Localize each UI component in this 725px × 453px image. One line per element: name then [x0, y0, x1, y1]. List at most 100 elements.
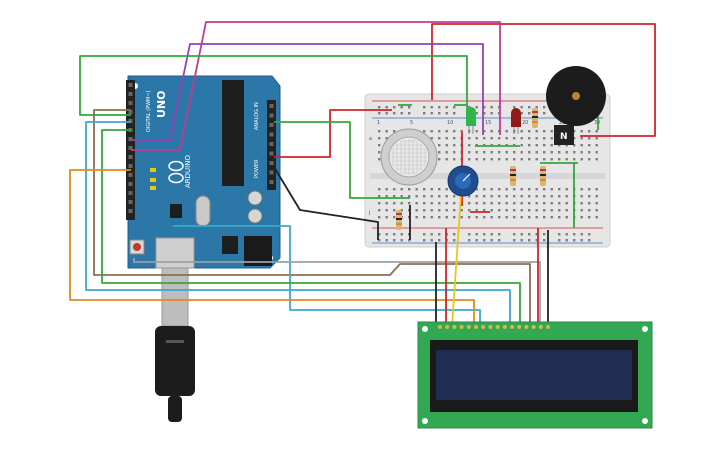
digital-pin-hole: [128, 182, 133, 186]
bb-rail-hole: [453, 233, 456, 236]
bb-hole: [543, 130, 546, 133]
bb-hole: [588, 216, 591, 219]
bb-hole: [580, 158, 583, 161]
bb-rail-hole: [573, 233, 576, 236]
rx-led: [150, 186, 156, 190]
bb-hole: [430, 130, 433, 133]
wire-cyan-1: [85, 121, 511, 326]
bb-hole: [528, 130, 531, 133]
bb-hole: [378, 195, 381, 198]
bb-hole: [535, 158, 538, 161]
red-led[interactable]: [511, 108, 521, 134]
arduino-uno-board[interactable]: UNO ARDUINO DIGITAL (PWM~) ANALOG IN POW…: [126, 75, 281, 269]
bb-rail-hole: [378, 233, 381, 236]
wire-gray: [133, 258, 541, 326]
bb-hole: [453, 202, 456, 205]
bb-hole: [385, 130, 388, 133]
digital-pin-hole: [128, 209, 133, 213]
bb-hole: [520, 151, 523, 154]
bb-hole: [445, 188, 448, 191]
bb-hole: [393, 216, 396, 219]
bb-hole: [475, 151, 478, 154]
bb-rail-hole: [588, 233, 591, 236]
bb-hole: [580, 202, 583, 205]
usb-connector: [155, 237, 195, 269]
digital-pin-hole: [128, 92, 133, 96]
bb-hole: [393, 202, 396, 205]
bb-hole: [543, 188, 546, 191]
resistor-3[interactable]: [540, 166, 546, 186]
bb-rail-hole: [513, 233, 516, 236]
bb-hole: [528, 144, 531, 147]
bb-hole: [468, 137, 471, 140]
bb-hole: [483, 137, 486, 140]
gas-sensor[interactable]: [380, 128, 438, 186]
bb-hole: [588, 137, 591, 140]
digital-pin-hole: [128, 155, 133, 159]
bb-hole: [543, 209, 546, 212]
bb-hole: [475, 195, 478, 198]
small-ic: [170, 204, 182, 218]
bb-hole: [520, 202, 523, 205]
bb-hole: [490, 202, 493, 205]
bb-hole: [543, 158, 546, 161]
bb-hole: [520, 130, 523, 133]
bb-hole: [445, 195, 448, 198]
bb-hole: [528, 158, 531, 161]
bb-hole: [475, 188, 478, 191]
bb-rail-hole: [543, 106, 546, 109]
bb-hole: [558, 144, 561, 147]
bb-hole: [528, 151, 531, 154]
bb-hole: [528, 137, 531, 140]
digital-pin-hole: [128, 137, 133, 141]
row-label-a: a: [369, 136, 372, 142]
bb-hole: [565, 216, 568, 219]
piezo-buzzer[interactable]: [546, 66, 606, 126]
bb-rail-hole: [453, 239, 456, 242]
resistor-4[interactable]: [532, 108, 538, 128]
bb-hole: [378, 158, 381, 161]
bb-hole: [558, 188, 561, 191]
bb-hole: [438, 202, 441, 205]
bb-hole: [535, 188, 538, 191]
bb-rail-hole: [520, 239, 523, 242]
wire-brown: [93, 109, 531, 326]
bb-hole: [400, 209, 403, 212]
lcd-pin: [538, 325, 543, 329]
bb-hole: [543, 195, 546, 198]
breadboard-row-labels: a j: [368, 136, 372, 216]
lcd-16x2[interactable]: [417, 321, 653, 429]
bb-hole: [580, 216, 583, 219]
resistor-1[interactable]: [396, 210, 402, 230]
bb-hole: [588, 144, 591, 147]
bb-hole: [505, 209, 508, 212]
green-led[interactable]: [466, 107, 476, 134]
reset-button-cap[interactable]: [133, 243, 141, 251]
bb-hole: [483, 151, 486, 154]
bb-rail-hole: [408, 106, 411, 109]
digital-pin-hole: [128, 191, 133, 195]
digital-pin-hole: [128, 173, 133, 177]
bb-rail-hole: [423, 233, 426, 236]
npn-transistor[interactable]: N: [554, 125, 574, 145]
bb-hole: [528, 195, 531, 198]
bb-hole: [445, 158, 448, 161]
bb-hole: [580, 137, 583, 140]
bb-hole: [385, 216, 388, 219]
bb-hole: [378, 216, 381, 219]
bb-hole: [550, 209, 553, 212]
analog-pin-hole: [269, 113, 274, 118]
bb-hole: [415, 216, 418, 219]
bb-rail-hole: [535, 233, 538, 236]
analog-header-label: ANALOG IN: [254, 102, 260, 130]
bb-rail-hole: [385, 239, 388, 242]
resistor-2[interactable]: [510, 166, 516, 186]
bb-rail-hole: [423, 112, 426, 115]
bb-hole: [595, 209, 598, 212]
potentiometer[interactable]: [447, 165, 479, 197]
lcd-mount-hole: [642, 326, 648, 332]
bb-hole: [445, 209, 448, 212]
bb-hole: [498, 195, 501, 198]
bb-hole: [445, 216, 448, 219]
row-label-j: j: [368, 210, 370, 216]
